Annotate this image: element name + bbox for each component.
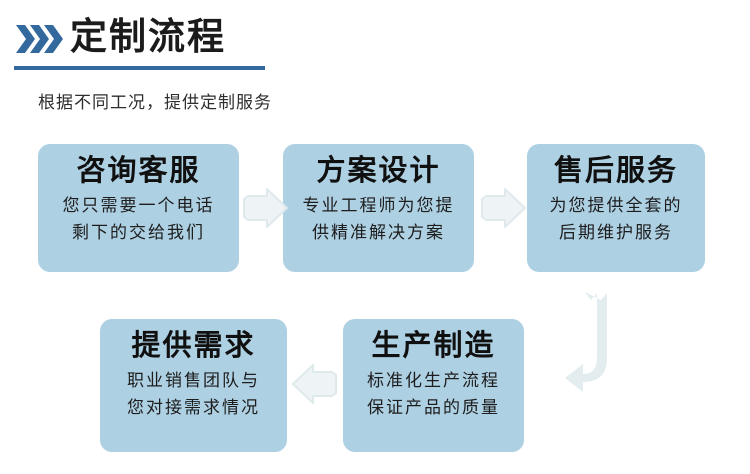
triple-chevron-right-icon (16, 24, 66, 54)
flow-step-title: 提供需求 (131, 330, 256, 362)
flow-step-line: 后期维护服务 (559, 223, 673, 242)
flow-step-line: 专业工程师为您提 (302, 196, 455, 215)
flow-step-line: 供精准解决方案 (312, 223, 445, 242)
flow-step-title: 方案设计 (316, 155, 441, 187)
title-underline (14, 66, 265, 70)
flow-step-line: 您对接需求情况 (127, 398, 260, 417)
flow-step-title: 生产制造 (371, 330, 496, 362)
flow-step-line: 标准化生产流程 (367, 371, 500, 390)
flow-step-title: 售后服务 (553, 155, 678, 187)
flow-step-line: 保证产品的质量 (367, 398, 500, 417)
page-title: 定制流程 (70, 16, 226, 57)
flow-step-demand[interactable]: 提供需求 职业销售团队与 您对接需求情况 (100, 319, 287, 452)
flow-step-body: 专业工程师为您提 供精准解决方案 (303, 192, 455, 246)
flow-step-line: 职业销售团队与 (127, 371, 260, 390)
flow-step-produce[interactable]: 生产制造 标准化生产流程 保证产品的质量 (343, 319, 524, 452)
arrow-right-icon (243, 186, 289, 230)
flow-step-after-sales[interactable]: 售后服务 为您提供全套的 后期维护服务 (527, 144, 705, 272)
flow-step-line: 为您提供全套的 (549, 196, 683, 215)
flow-step-title: 咨询客服 (76, 155, 201, 187)
flow-step-body: 职业销售团队与 您对接需求情况 (127, 367, 260, 421)
flow-step-design[interactable]: 方案设计 专业工程师为您提 供精准解决方案 (283, 144, 474, 272)
flow-step-body: 标准化生产流程 保证产品的质量 (367, 367, 500, 421)
arrow-uturn-down-left-icon (563, 288, 653, 396)
arrow-left-icon (291, 362, 337, 406)
flow-step-line: 您只需要一个电话 (62, 196, 215, 215)
flow-step-line: 剩下的交给我们 (72, 223, 205, 242)
flow-step-consult[interactable]: 咨询客服 您只需要一个电话 剩下的交给我们 (38, 144, 239, 272)
arrow-right-icon (481, 186, 527, 230)
page-header: 定制流程 (14, 16, 314, 74)
flow-step-body: 您只需要一个电话 剩下的交给我们 (63, 192, 215, 246)
flow-step-body: 为您提供全套的 后期维护服务 (550, 192, 683, 246)
page-subtitle: 根据不同工况，提供定制服务 (38, 93, 272, 112)
